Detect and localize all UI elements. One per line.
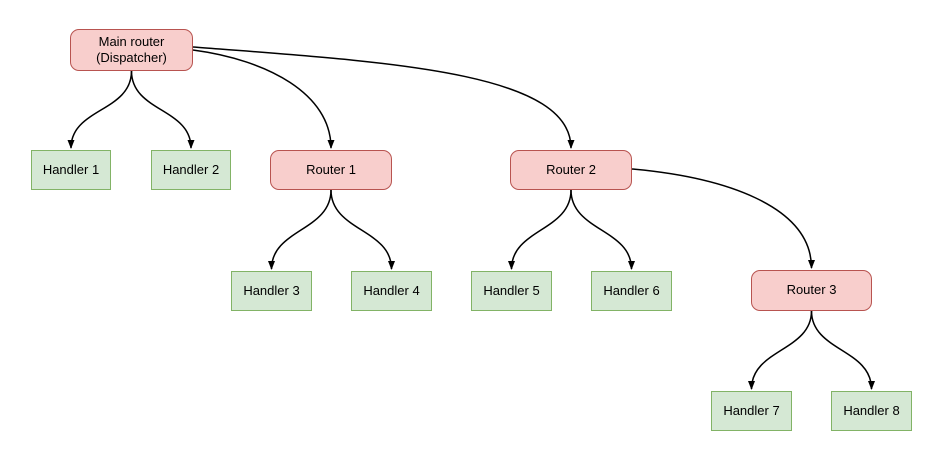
edge-router-2-to-handler-5 — [508, 189, 572, 270]
edge-router-1-to-handler-3 — [268, 189, 332, 270]
node-router-1-label: Router 1 — [306, 161, 356, 177]
node-router-2-label: Router 2 — [546, 161, 596, 177]
edge-router-3-to-handler-7 — [748, 310, 813, 390]
node-handler-7: Handler 7 — [711, 391, 792, 431]
node-handler-7-label: Handler 7 — [723, 402, 780, 418]
node-handler-3-label: Handler 3 — [243, 282, 300, 298]
node-handler-4: Handler 4 — [351, 271, 432, 311]
edge-router-3-to-handler-8 — [810, 310, 875, 390]
node-handler-3: Handler 3 — [231, 271, 312, 311]
node-handler-5: Handler 5 — [471, 271, 552, 311]
edge-router-2-to-router-3 — [631, 168, 815, 269]
edge-main-router-to-router-2 — [192, 46, 575, 149]
node-router-1: Router 1 — [270, 150, 392, 190]
edge-main-router-to-handler-1 — [67, 70, 133, 149]
node-main-router: Main router (Dispatcher) — [70, 29, 193, 71]
edge-main-router-to-handler-2 — [130, 70, 195, 149]
node-handler-5-label: Handler 5 — [483, 282, 540, 298]
node-router-3: Router 3 — [751, 270, 872, 311]
edge-router-2-to-handler-6 — [570, 189, 635, 270]
node-handler-8: Handler 8 — [831, 391, 912, 431]
node-handler-2-label: Handler 2 — [162, 161, 220, 177]
node-router-2: Router 2 — [510, 150, 632, 190]
node-router-3-label: Router 3 — [786, 282, 837, 298]
node-handler-8-label: Handler 8 — [843, 402, 900, 418]
node-handler-6-label: Handler 6 — [603, 282, 660, 298]
node-main-router-label: Main router (Dispatcher) — [96, 33, 167, 65]
node-handler-6: Handler 6 — [591, 271, 672, 311]
node-handler-4-label: Handler 4 — [363, 282, 420, 298]
edge-main-router-to-router-1 — [192, 49, 335, 149]
edge-router-1-to-handler-4 — [330, 189, 395, 270]
node-handler-2: Handler 2 — [151, 150, 231, 190]
node-handler-1: Handler 1 — [31, 150, 111, 190]
node-handler-1-label: Handler 1 — [42, 161, 100, 177]
